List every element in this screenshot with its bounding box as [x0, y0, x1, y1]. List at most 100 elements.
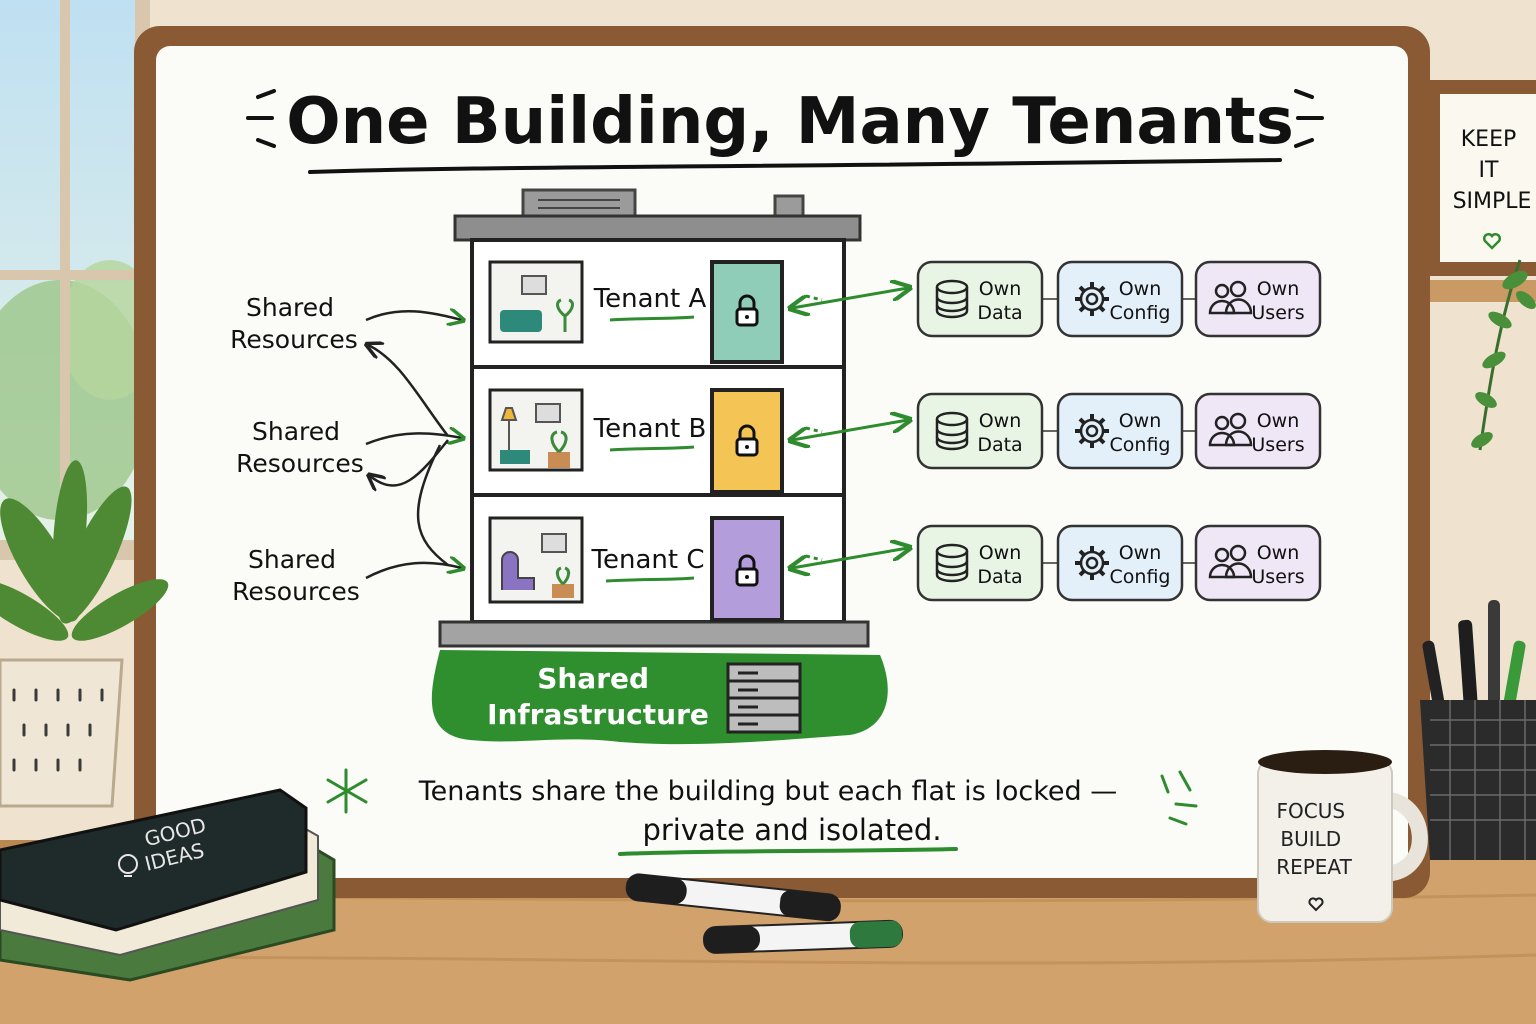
gear-icon: [1075, 282, 1109, 316]
card-label-line: Own: [1257, 410, 1300, 432]
arrow-door-c: [792, 548, 908, 568]
tenant-floor-b: Tenant B: [488, 388, 784, 494]
shared-resources-label-2: Shared Resources: [236, 417, 364, 478]
shared-label-2-line2: Resources: [236, 449, 364, 478]
arrow-door-a: [792, 288, 908, 308]
sofa-icon: [500, 310, 542, 332]
card-background: [1056, 392, 1184, 470]
pen-cup: [1420, 600, 1536, 860]
shared-label-1-line2: Resources: [230, 325, 358, 354]
mug-text: FOCUS BUILD REPEAT: [1276, 799, 1352, 879]
card-label-line: Data: [977, 566, 1022, 588]
users-icon: [1208, 544, 1253, 579]
gear-icon: [1075, 414, 1109, 448]
poster-line2: IT: [1479, 158, 1499, 183]
tenant-b-label: Tenant B: [593, 414, 707, 444]
card-label-line: Users: [1251, 434, 1304, 456]
card-background: [1194, 260, 1322, 338]
foundation-label-line1: Shared: [537, 662, 649, 695]
arrow-curve-c: [416, 444, 449, 566]
lightbulb-icon: [118, 854, 138, 877]
card-background: [1194, 524, 1322, 602]
shared-label-1-line1: Shared: [246, 293, 334, 322]
caption: Tenants share the building but each flat…: [326, 768, 1198, 856]
card-label-line: Own: [1257, 278, 1300, 300]
mug-line1: FOCUS: [1277, 799, 1346, 823]
users-icon: [1208, 280, 1253, 315]
card-label-line: Data: [977, 302, 1022, 324]
plant-icon: [556, 298, 574, 332]
caption-line-2: private and isolated.: [642, 813, 941, 847]
shared-resources-label-1: Shared Resources: [230, 293, 358, 354]
foundation-label: Shared Infrastructure: [487, 662, 709, 731]
card-label-line: Own: [979, 410, 1022, 432]
card-label-line: Users: [1251, 302, 1304, 324]
database-icon: [935, 279, 969, 319]
title-underline: [308, 158, 1282, 174]
building-base: [438, 620, 870, 648]
card-label-line: Config: [1110, 434, 1171, 456]
poster-line1: KEEP: [1461, 127, 1517, 152]
database-icon: [935, 411, 969, 451]
mug-line2: BUILD: [1280, 827, 1341, 851]
caption-line-1: Tenants share the building but each flat…: [418, 776, 1117, 807]
picture-icon: [541, 533, 567, 553]
lamp-icon: [500, 407, 518, 421]
card-background: [1056, 260, 1184, 338]
sparkle-lines-icon: [1160, 770, 1198, 826]
foundation-label-line2: Infrastructure: [487, 698, 709, 731]
card-label-line: Config: [1110, 302, 1171, 324]
arrow-shared-to-b: [365, 433, 462, 444]
tenant-b-door: [710, 388, 784, 494]
pot-icon: [548, 452, 570, 468]
roof-unit-icon: [521, 188, 637, 220]
card-label-line: Data: [977, 434, 1022, 456]
database-icon: [935, 543, 969, 583]
shared-label-3-line1: Shared: [248, 545, 336, 574]
lock-icon: [735, 554, 759, 587]
server-icon: [726, 662, 802, 734]
card-background: [1056, 524, 1184, 602]
tenant-c-label: Tenant C: [591, 545, 705, 575]
window: [0, 0, 160, 560]
card-label-line: Users: [1251, 566, 1304, 588]
potted-plant: [0, 460, 169, 808]
roof: [453, 214, 862, 242]
hanging-plant: [1471, 259, 1536, 451]
heart-icon: [1308, 897, 1324, 912]
arrow-shared-to-a: [365, 311, 462, 320]
poster-text: KEEP IT SIMPLE: [1453, 127, 1532, 214]
card-label-line: Own: [1119, 410, 1162, 432]
card-label-line: Own: [1257, 542, 1300, 564]
users-icon: [1208, 412, 1253, 447]
lock-icon: [735, 424, 759, 457]
heart-icon: [1483, 233, 1501, 250]
card-label-line: Own: [1119, 542, 1162, 564]
picture-icon: [521, 275, 547, 295]
poster-line3: SIMPLE: [1453, 189, 1532, 214]
table-icon: [500, 450, 530, 464]
page-title: One Building, Many Tenants: [286, 85, 1294, 159]
arrow-door-b: [792, 420, 908, 440]
books: GOOD IDEAS: [0, 788, 336, 982]
tenant-a-label: Tenant A: [593, 284, 707, 314]
card-label-line: Own: [979, 278, 1022, 300]
card-label-line: Config: [1110, 566, 1171, 588]
armchair-icon: [501, 551, 535, 590]
shared-resources-label-3: Shared Resources: [232, 545, 360, 606]
card-background: [1194, 392, 1322, 470]
